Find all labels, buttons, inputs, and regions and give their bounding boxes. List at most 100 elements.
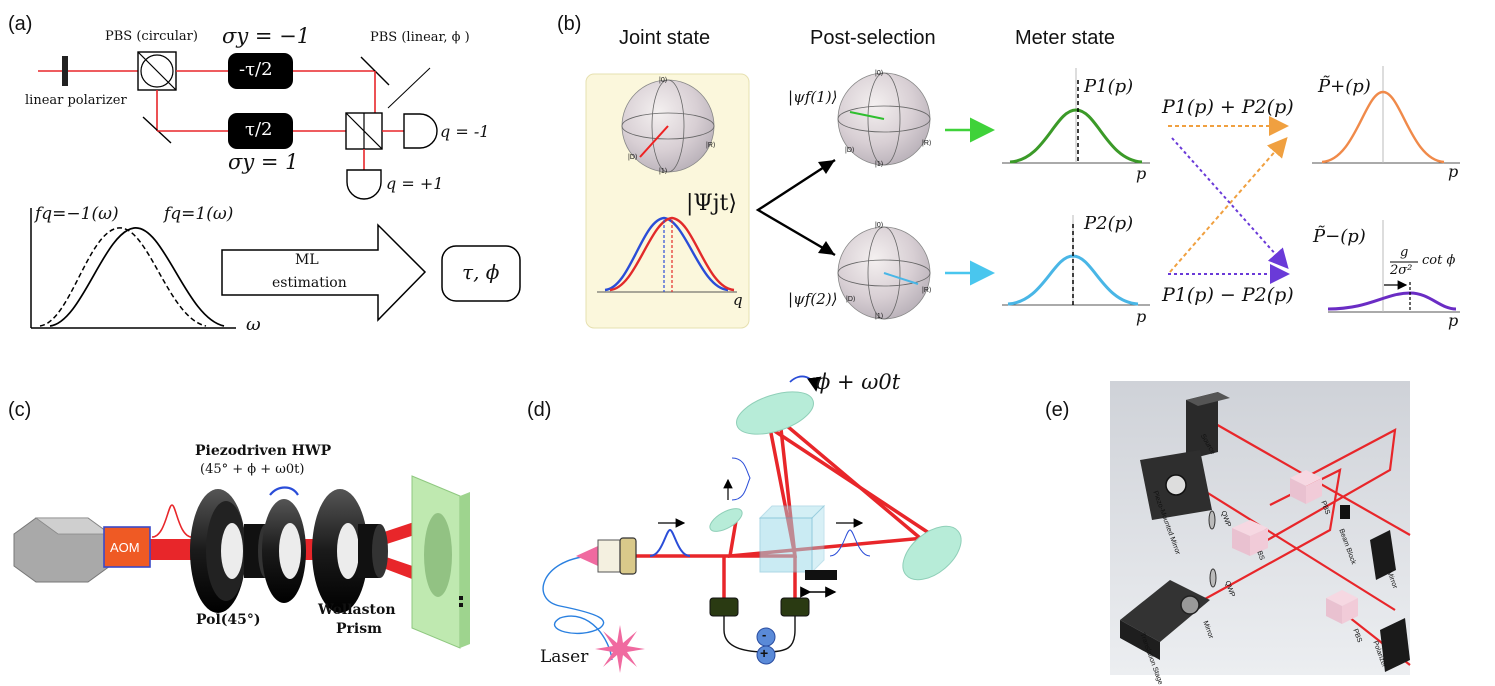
beam-block-d [805, 570, 837, 580]
q-minus-label: q = -1 [440, 122, 490, 141]
panel-e-tag: (e) [1045, 399, 1070, 421]
p-axis-label-3: p [1448, 162, 1459, 181]
f-plus-label: fq=1(ω) [164, 204, 234, 224]
shift-numerator: g [1400, 245, 1409, 260]
detector-d-right [780, 597, 810, 617]
panel-a [30, 51, 521, 329]
bloch-joint-r: |R⟩ [706, 142, 716, 149]
mirror-left [142, 116, 172, 144]
hwp-rotation-arrow [269, 486, 299, 496]
dash-diff-to-plus [1169, 136, 1288, 273]
shift-denominator: 2σ² [1390, 263, 1413, 278]
qwp-e-bottom [1209, 568, 1217, 588]
bloch-f2-one: |1⟩ [875, 313, 884, 320]
linear-polarizer [62, 56, 68, 86]
curve-joint-blue [604, 216, 729, 292]
bloch-joint-zero: |0⟩ [659, 77, 668, 84]
wollaston-c [312, 489, 388, 613]
detector-right [403, 113, 438, 149]
f-minus-label: fq=−1(ω) [35, 204, 119, 224]
translation-stage [1120, 580, 1210, 642]
fiber-coupler-cone [576, 546, 598, 566]
aom-label: AOM [110, 540, 140, 555]
post-selection-heading: Post-selection [810, 27, 936, 49]
beam-block-e [1340, 505, 1350, 519]
plus-node [756, 645, 776, 665]
psi-jt-label: |Ψjt⟩ [686, 191, 737, 216]
bloch-sphere-f2 [837, 226, 931, 320]
panel-c [13, 475, 470, 649]
psi-f2-label: |ψf(2)⟩ [788, 290, 838, 308]
screen-c-spot [424, 513, 452, 597]
pbs-circular-label: PBS (circular) [105, 29, 198, 44]
panel-b-tag: (b) [557, 13, 582, 35]
ml-label-1: ML [295, 252, 319, 268]
pbs-cube-e-top [1290, 470, 1322, 504]
sum-label: P1(p) + P2(p) [1162, 96, 1294, 118]
bloch-f1-zero: |0⟩ [875, 70, 884, 77]
beamsplitter-cube-d-top [758, 505, 826, 519]
mirror-right-d [902, 525, 962, 581]
bloch-sphere-f1 [837, 72, 931, 166]
detector-d-left [709, 597, 739, 617]
hwp-angle-label: (45° + ϕ + ω0t) [200, 462, 305, 477]
detector-bottom [346, 169, 382, 200]
pulse-c [151, 504, 193, 538]
p-axis-label-4: p [1448, 311, 1459, 330]
omega-axis-label: ω [246, 314, 261, 335]
piezo-mirror-face [1165, 474, 1187, 496]
panel-b [585, 66, 1460, 329]
phase-label-d: ϕ + ω0t [816, 370, 901, 394]
beam-e-4 [1249, 428, 1397, 551]
curve-joint-red [609, 216, 735, 292]
collimator-d-end [619, 537, 637, 575]
bloch-f2-zero: |0⟩ [875, 222, 884, 229]
screen-c-side [460, 492, 470, 648]
pbs-circular-diag [137, 51, 177, 91]
panel-e [1110, 381, 1411, 675]
screen-dot-2 [459, 603, 463, 607]
hwp-title-label: Piezodriven HWP [195, 443, 332, 459]
qwp-e-top [1208, 510, 1216, 530]
result-label: τ, ϕ [462, 260, 500, 284]
split-arrow-head-top [818, 160, 835, 174]
wollaston-label-2: Prism [336, 621, 382, 637]
pulse-d-input [649, 528, 691, 557]
q-axis-label: q [733, 291, 743, 309]
wollaston-label-1: Wollaston [318, 602, 396, 618]
beamsplitter-cube-d [759, 517, 813, 573]
panel-c-tag: (c) [8, 399, 32, 421]
p-minus-label: P̃−(p) [1313, 226, 1366, 247]
phase-box-bottom [228, 113, 293, 149]
linear-polarizer-label: linear polarizer [25, 93, 127, 108]
phase-box-top [228, 53, 293, 89]
bloch-joint-one: |1⟩ [659, 168, 668, 175]
mirror-top-rotation-arrow [789, 375, 822, 392]
beam-e-2 [1194, 484, 1396, 611]
p-axis-label-1: p [1136, 164, 1147, 183]
panel-d-tag: (d) [527, 399, 552, 421]
curve-f-plus [49, 227, 225, 327]
curve-p1 [1009, 108, 1143, 164]
pbs-circular-circle [140, 54, 174, 88]
ml-arrow [221, 223, 427, 322]
polarizer-e [1380, 618, 1410, 672]
screen-dot-1 [459, 596, 463, 600]
pbs-linear-label: PBS (linear, ϕ ) [370, 30, 470, 45]
plus-label: + [760, 645, 769, 661]
p1-label: P1(p) [1084, 76, 1134, 97]
hwp-c [262, 499, 306, 603]
polarizer-c [190, 489, 274, 613]
panel-a-tag: (a) [8, 13, 33, 35]
ml-label-2: estimation [272, 275, 347, 291]
pbs-linear-leader [387, 67, 431, 109]
meter-state-heading: Meter state [1015, 27, 1116, 49]
sigma-top-label: σy = −1 [222, 24, 311, 48]
psi-f1-label: |ψf(1)⟩ [788, 88, 838, 106]
p-axis-label-2: p [1136, 307, 1147, 326]
pbs-cube-e-bottom [1326, 590, 1358, 624]
pulse-d-output [829, 529, 871, 557]
joint-state-heading: Joint state [619, 27, 711, 49]
beamsplitter-cube-d-side [811, 504, 825, 574]
curve-f-minus [39, 227, 207, 327]
